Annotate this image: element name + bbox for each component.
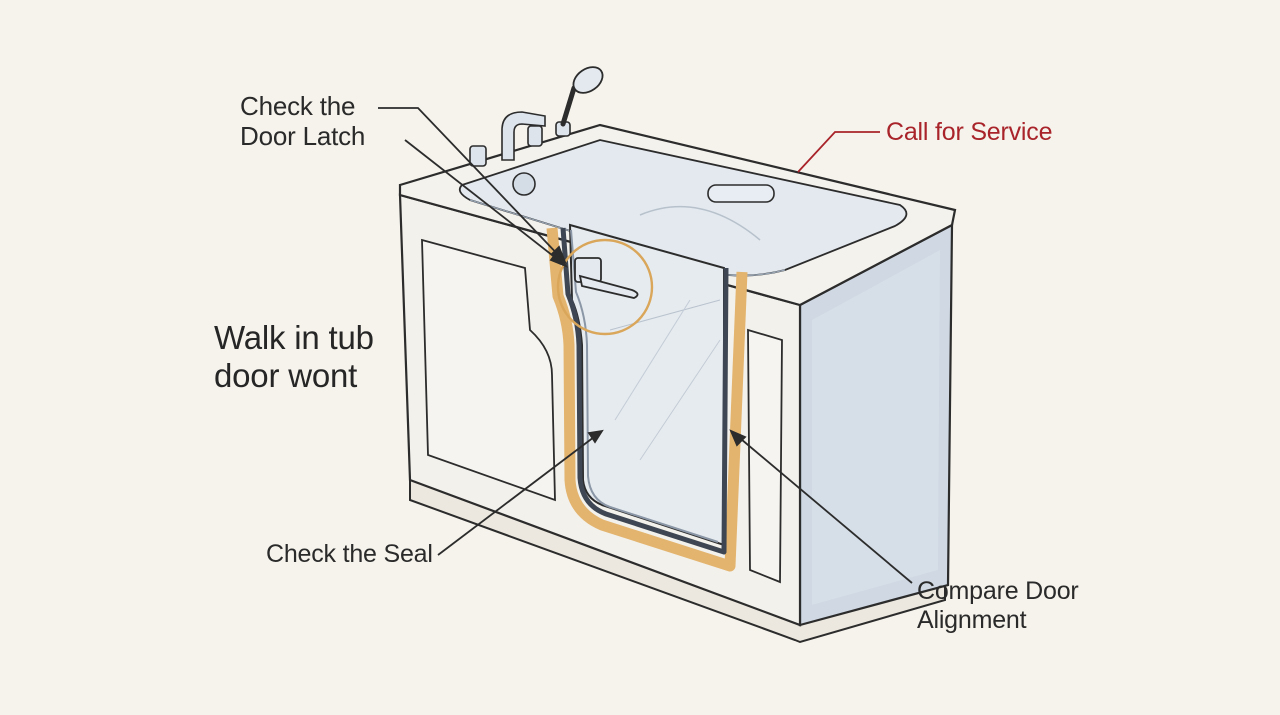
diagram-title: Walk in tub door wont bbox=[214, 319, 374, 394]
latch-leader-line bbox=[378, 107, 566, 263]
seal-leader-line bbox=[437, 433, 599, 556]
tub-drain bbox=[512, 172, 536, 196]
callout-door-alignment: Compare Door Alignment bbox=[917, 577, 1079, 634]
door-latch bbox=[578, 274, 639, 299]
latch-highlight-circle bbox=[556, 238, 654, 336]
callout-check-seal: Check the Seal bbox=[266, 540, 433, 568]
alignment-leader-line bbox=[734, 433, 913, 584]
right-narrow-panel bbox=[747, 328, 783, 584]
shower-head bbox=[572, 66, 604, 94]
grab-handle bbox=[707, 184, 775, 203]
service-leader-line bbox=[797, 131, 880, 173]
left-recessed-panel bbox=[421, 238, 556, 502]
callout-door-latch: Check the Door Latch bbox=[240, 91, 366, 151]
faucet bbox=[501, 111, 546, 161]
callout-call-for-service: Call for Service bbox=[886, 118, 1053, 146]
door-gasket bbox=[560, 227, 729, 555]
shower-wand bbox=[560, 85, 577, 127]
